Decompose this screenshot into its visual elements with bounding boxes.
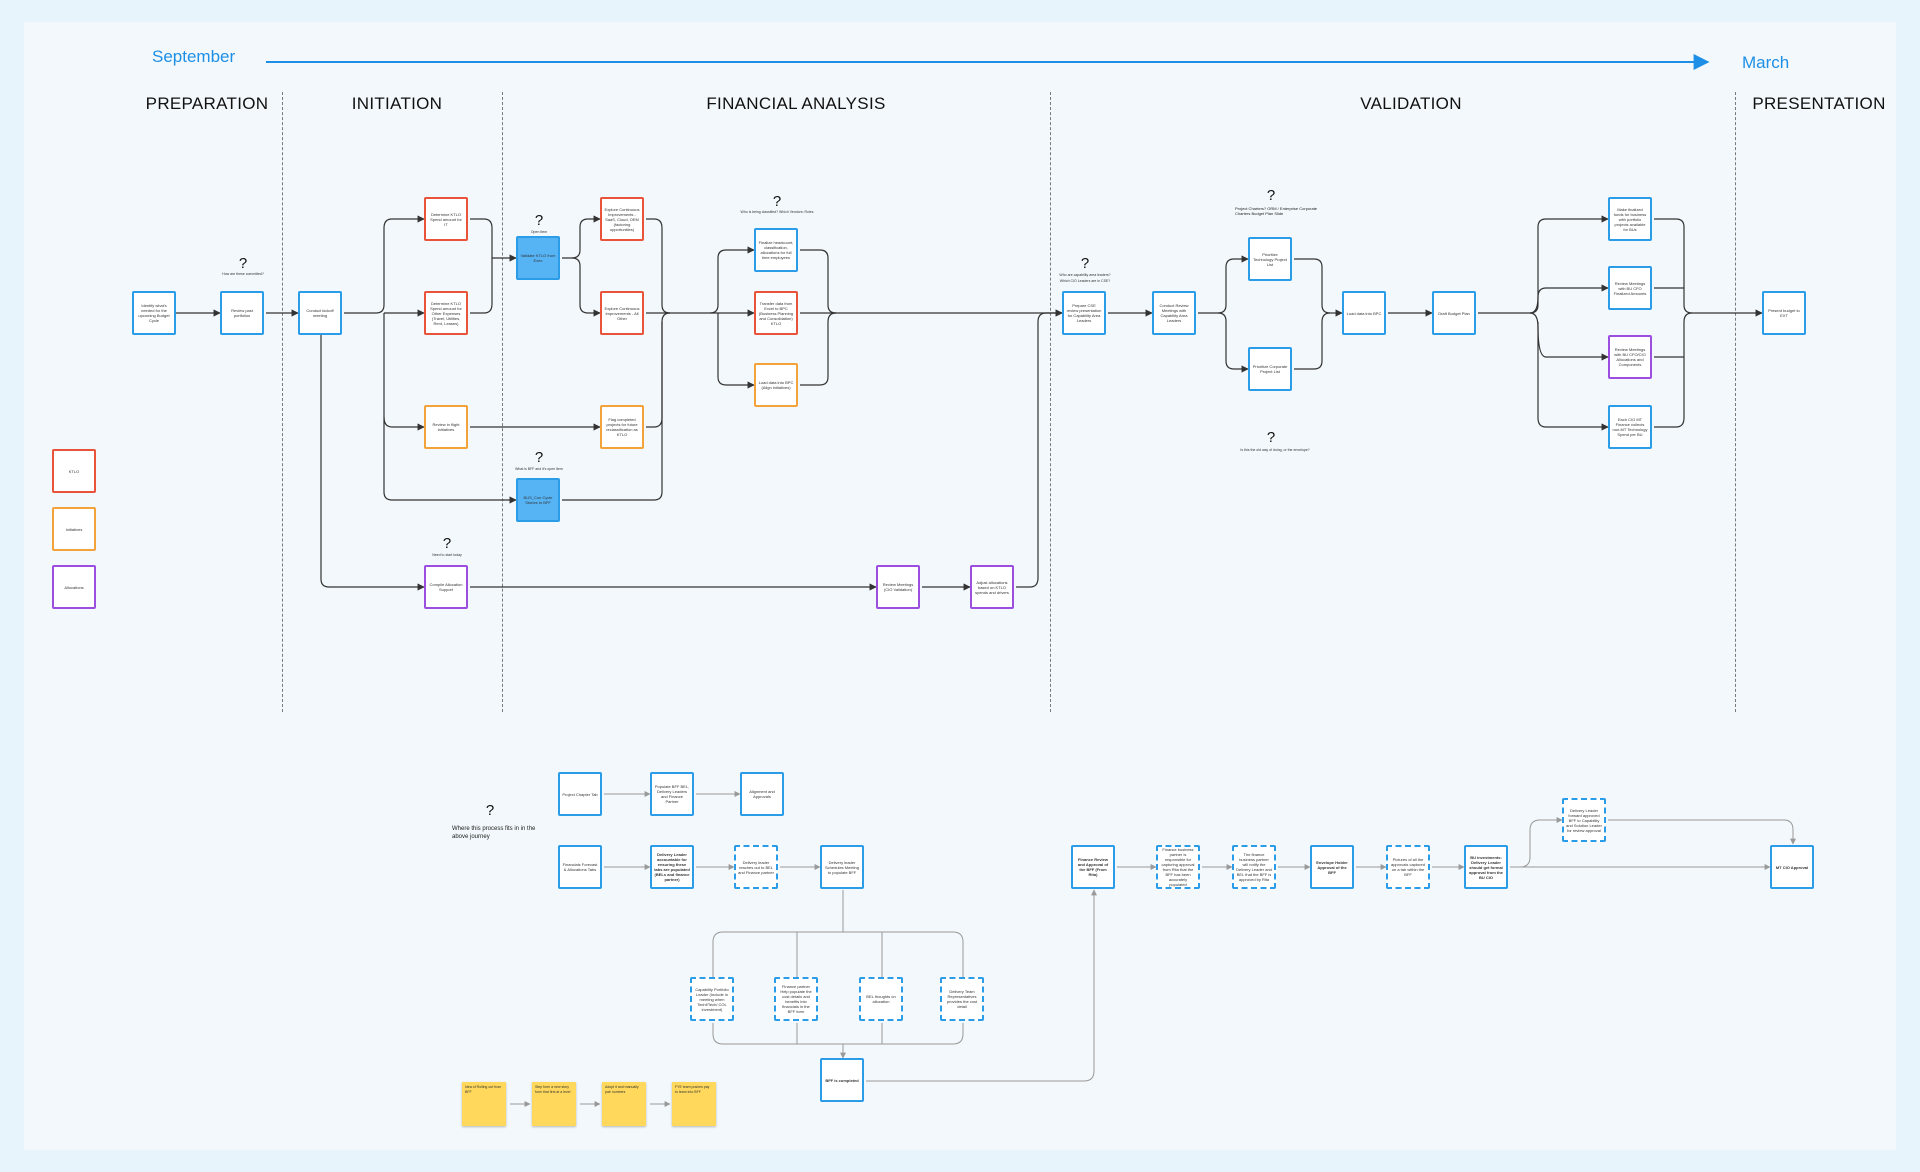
phase-divider bbox=[502, 92, 503, 712]
node-load-bpc[interactable]: Load data into BPC (Allgn initiatives) bbox=[754, 363, 798, 407]
question-note: Open Item bbox=[530, 230, 548, 234]
question-icon: ? bbox=[485, 802, 495, 819]
node-review-portfolio[interactable]: Review past portfolios bbox=[220, 291, 264, 335]
node-finance-partner-resp[interactable]: Finance business partner is responsible … bbox=[1156, 845, 1200, 889]
question-note: Is this the old way of doing, or the env… bbox=[1240, 448, 1310, 452]
node-identify[interactable]: Identify what's needed for the upcoming … bbox=[132, 291, 176, 335]
node-explore-2[interactable]: Explore Continuous Improvements - All Ot… bbox=[600, 291, 644, 335]
node-reaches-out[interactable]: Delivery leader reaches out to BEL and F… bbox=[734, 845, 778, 889]
phase-validation: VALIDATION bbox=[1360, 94, 1462, 113]
node-cap-portfolio[interactable]: Capability Portfolio Leader (Include in … bbox=[690, 977, 734, 1021]
question-icon: ? bbox=[1080, 255, 1090, 272]
phase-initiation: INITIATION bbox=[351, 94, 443, 113]
node-kickoff[interactable]: Conduct kickoff meeting bbox=[298, 291, 342, 335]
node-delivery-leader[interactable]: Delivery Leader accountable for ensuring… bbox=[650, 845, 694, 889]
node-bel-thoughts[interactable]: BEL thoughts on allocation bbox=[859, 977, 903, 1021]
node-adjust-alloc[interactable]: Adjust allocations based on KTLO spends … bbox=[970, 565, 1014, 609]
node-finance-partner[interactable]: Finance partner Help populate the cost d… bbox=[774, 977, 818, 1021]
question-icon: ? bbox=[238, 255, 248, 272]
question-icon: ? bbox=[1266, 429, 1276, 446]
timeline-end: March bbox=[1742, 53, 1790, 72]
connector-lines bbox=[176, 54, 1796, 1107]
question-note: What is BFF and it's open Item bbox=[515, 467, 563, 471]
node-alignment[interactable]: Alignment and Approvals bbox=[740, 772, 784, 816]
sticky-note[interactable]: Adopt it and manually pair numbers bbox=[602, 1082, 646, 1126]
sticky-note[interactable]: FYE team pushes pay to team into BFF bbox=[672, 1082, 716, 1126]
node-prepare-cse[interactable]: Prepare CSE review presentation for Capa… bbox=[1062, 291, 1106, 335]
legend-ktlo: KTLO bbox=[52, 449, 96, 493]
question-icon: ? bbox=[772, 193, 782, 210]
question-note: Who are capability area leaders? bbox=[1059, 273, 1111, 277]
node-make-finalized[interactable]: Make finalized funds for business with p… bbox=[1608, 197, 1652, 241]
node-bus-cycle[interactable]: BUS_Con Cycle Stories to BFF bbox=[516, 478, 560, 522]
phase-preparation: PREPARATION bbox=[145, 94, 269, 113]
node-each-cio[interactable]: Each CIO MT Finance collects non-MT Tech… bbox=[1608, 405, 1652, 449]
phase-divider bbox=[282, 92, 283, 712]
node-prioritize-tech[interactable]: Prioritize Technology Project List bbox=[1248, 237, 1292, 281]
question-note: Project Charters? ORM / Enterprise Corpo… bbox=[1235, 206, 1318, 217]
question-icon: ? bbox=[534, 449, 544, 466]
node-financials-tab[interactable]: Financials Forecast & Allocations Tabs bbox=[558, 845, 602, 889]
node-populate-bff[interactable]: Populate BFF BEL, Delivery Leaders and F… bbox=[650, 772, 694, 816]
question-icon: ? bbox=[534, 212, 544, 229]
question-note: Need to start today bbox=[432, 553, 462, 557]
sticky-note[interactable]: Step form a new story form that first at… bbox=[532, 1082, 576, 1126]
diagram-canvas: September March PREPARATION INITIATION F… bbox=[24, 22, 1896, 1150]
node-compile-alloc[interactable]: Compile Allocation Support bbox=[424, 565, 468, 609]
node-review-cio[interactable]: Review Meetings (CIO Validation) bbox=[876, 565, 920, 609]
node-prioritize-corp[interactable]: Prioritize Corporate Project List bbox=[1248, 347, 1292, 391]
phase-divider bbox=[1050, 92, 1051, 712]
phase-divider bbox=[1735, 92, 1736, 712]
node-flag-completed[interactable]: Flag completed projects for future recla… bbox=[600, 405, 644, 449]
lower-question-label: Where this process fits in in the above … bbox=[452, 826, 536, 840]
node-mt-cio[interactable]: MT CIO Approval bbox=[1770, 845, 1814, 889]
node-forward-bff[interactable]: Delivery Leader forward approved BFF to … bbox=[1562, 798, 1606, 842]
node-envelope-holder[interactable]: Envelope Holder Approval of the BFF bbox=[1310, 845, 1354, 889]
node-delivery-team[interactable]: Delivery Team Representatives provides t… bbox=[940, 977, 984, 1021]
node-finance-notify[interactable]: The finance business partner will notify… bbox=[1232, 845, 1276, 889]
question-note: Which CIO Leaders are in CSE? bbox=[1059, 279, 1111, 283]
phase-financial-analysis: FINANCIAL ANALYSIS bbox=[706, 94, 886, 113]
node-explore-1[interactable]: Explore Continuous Improvements - SaaS, … bbox=[600, 197, 644, 241]
question-note: Who is being classified? Which Vendors: … bbox=[740, 210, 814, 214]
node-transfer[interactable]: Transfer data from Excel to BPC (Busines… bbox=[754, 291, 798, 335]
node-pictures[interactable]: Pictures of all the approvals captured o… bbox=[1386, 845, 1430, 889]
legend-initiatives: Initiatives bbox=[52, 507, 96, 551]
node-ktlo-spend-it[interactable]: Determine KTLO Spend amount for IT bbox=[424, 197, 468, 241]
question-note: How are these committed? bbox=[222, 272, 264, 276]
phase-presentation: PRESENTATION bbox=[1752, 94, 1886, 113]
node-present-budget[interactable]: Present budget to EXT bbox=[1762, 291, 1806, 335]
node-bff-completed[interactable]: BFF is completed bbox=[820, 1058, 864, 1102]
node-bu-investments[interactable]: BU investments: Delivery Leader should g… bbox=[1464, 845, 1508, 889]
node-ktlo-spend-other[interactable]: Determine KTLO Spend amount for Other Ex… bbox=[424, 291, 468, 335]
node-draft-budget[interactable]: Draft Budget Plan bbox=[1432, 291, 1476, 335]
node-review-bu-alloc[interactable]: Review Meetings with BU CFO/CIO Allocati… bbox=[1608, 335, 1652, 379]
question-icon: ? bbox=[1266, 187, 1276, 204]
node-conduct-review[interactable]: Conduct Review Meetings with Capability … bbox=[1152, 291, 1196, 335]
node-load-data-bpc[interactable]: Load data into BPC bbox=[1342, 291, 1386, 335]
question-icon: ? bbox=[442, 535, 452, 552]
node-review-inflight[interactable]: Review in flight initiatives bbox=[424, 405, 468, 449]
timeline-start: September bbox=[152, 47, 236, 66]
node-review-bu-cfo[interactable]: Review Meetings with BU CFO Finalized Am… bbox=[1608, 266, 1652, 310]
node-schedules[interactable]: Delivery leader Schedules Meeting to pop… bbox=[820, 845, 864, 889]
node-validate-ktlo[interactable]: Validate KTLO from Exec bbox=[516, 236, 560, 280]
sticky-note[interactable]: Idea of Rolling out from BFF bbox=[462, 1082, 506, 1126]
legend-allocations: Allocations bbox=[52, 565, 96, 609]
node-finance-review[interactable]: Finance Review and Approval of the BFF (… bbox=[1071, 845, 1115, 889]
node-finalize[interactable]: Finalize headcount, classification, allo… bbox=[754, 228, 798, 272]
node-project-chapter[interactable]: Project Chapter Tab bbox=[558, 772, 602, 816]
